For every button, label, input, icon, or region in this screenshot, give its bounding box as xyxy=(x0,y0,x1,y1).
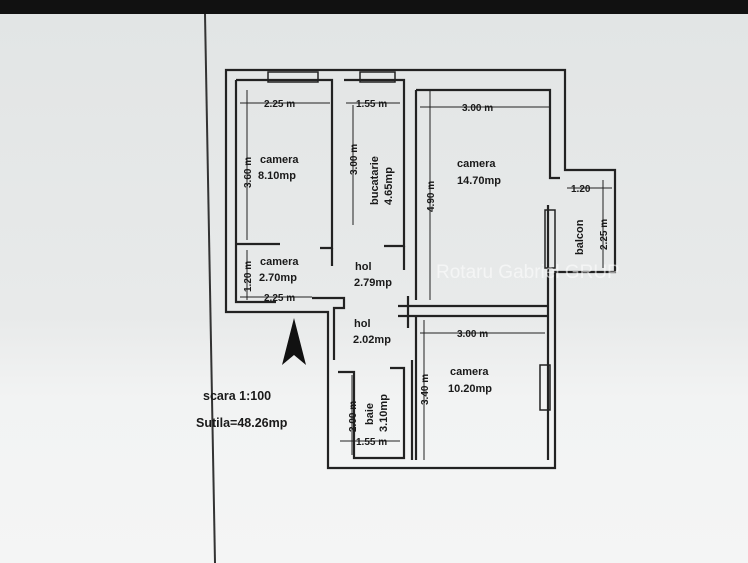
dim-label: 3.60 m xyxy=(243,157,254,188)
dim-label: 2.00 m xyxy=(348,401,359,432)
dim-label: 1.55 m xyxy=(356,99,387,110)
walls xyxy=(224,68,617,470)
room-name: hol xyxy=(355,261,372,273)
dim-label: 4.90 m xyxy=(426,181,437,212)
inner-walls-top xyxy=(234,78,560,304)
room-area: 8.10mp xyxy=(258,170,296,182)
inner-walls-mid xyxy=(236,225,418,300)
room-area: 14.70mp xyxy=(457,175,501,187)
total-area-note: Sutila=48.26mp xyxy=(196,416,288,430)
room-name: camera xyxy=(260,256,299,268)
paper-edge-line xyxy=(204,13,216,563)
room-name: balcon xyxy=(574,219,586,255)
north-arrow-icon xyxy=(282,318,306,365)
room-area: 3.10mp xyxy=(378,394,390,432)
room-name: camera xyxy=(457,158,496,170)
watermark: Rotaru Gabriel GRUP xyxy=(436,262,620,283)
dim-label: 3.40 m xyxy=(420,374,431,405)
room-name: camera xyxy=(260,154,299,166)
dimension-labels: 2.25 m 1.55 m 3.00 m 3.60 m 3.00 m 4.90 … xyxy=(243,99,610,448)
dim-label: 3.00 m xyxy=(462,103,493,114)
top-black-bar xyxy=(0,0,748,14)
room-area: 4.65mp xyxy=(383,167,395,205)
room-area: 10.20mp xyxy=(448,383,492,395)
dim-label: 1.20 m xyxy=(243,261,254,292)
inner-walls-lower xyxy=(312,205,550,460)
room-name: bucatarie xyxy=(369,156,381,205)
bathroom-walls xyxy=(338,360,414,460)
dim-label: 2.25 m xyxy=(599,219,610,250)
room-area: 2.70mp xyxy=(259,272,297,284)
dim-label: 2.25 m xyxy=(264,99,295,110)
scale-note: scara 1:100 xyxy=(203,389,271,403)
dim-label: 3.00 m xyxy=(349,144,360,175)
room-area: 2.02mp xyxy=(353,334,391,346)
dim-label: 3.00 m xyxy=(457,329,488,340)
dim-label: 1.20 xyxy=(571,184,591,195)
room-name: camera xyxy=(450,366,489,378)
outer-wall xyxy=(224,68,617,470)
dimension-lines xyxy=(240,90,612,460)
room-name: baie xyxy=(364,403,376,425)
room-name: hol xyxy=(354,318,371,330)
room-area: 2.79mp xyxy=(354,277,392,289)
room-labels: camera 8.10mp bucatarie 4.65mp camera 14… xyxy=(258,154,586,432)
dim-label: 1.55 m xyxy=(356,437,387,448)
paper-background xyxy=(0,14,748,563)
dim-label: 2.25 m xyxy=(264,293,295,304)
windows xyxy=(267,71,556,411)
